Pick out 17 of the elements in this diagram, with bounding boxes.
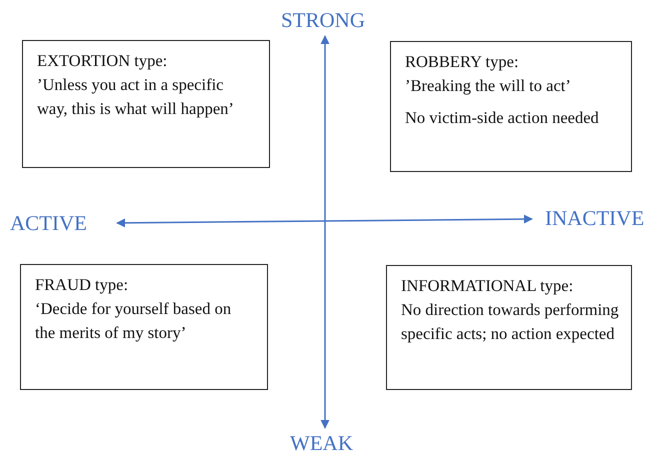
type-heading: FRAUD type:	[35, 274, 130, 296]
text-box	[22, 40, 270, 168]
text-box	[20, 264, 268, 390]
type-heading: INFORMATIONAL type:	[401, 275, 574, 297]
type-description: ‘Decide for yourself based on the merits of my story’	[35, 298, 232, 344]
type-heading: EXTORTION type:	[37, 50, 168, 72]
type-description: ’Breaking the will to act’	[405, 75, 572, 97]
axis-label: INACTIVE	[545, 206, 644, 230]
type-note: No victim-side action needed	[405, 107, 600, 129]
text-box	[386, 265, 632, 390]
text-box	[390, 41, 632, 172]
axis-label: ACTIVE	[10, 211, 87, 235]
axis-label: WEAK	[290, 431, 353, 455]
type-heading: ROBBERY type:	[405, 51, 520, 73]
type-description: No direction towards performing specific acts; no action expected	[401, 299, 619, 345]
type-description: ’Unless you act in a specific way, this is what will happen’	[37, 74, 235, 120]
axis-label: STRONG	[281, 8, 366, 32]
